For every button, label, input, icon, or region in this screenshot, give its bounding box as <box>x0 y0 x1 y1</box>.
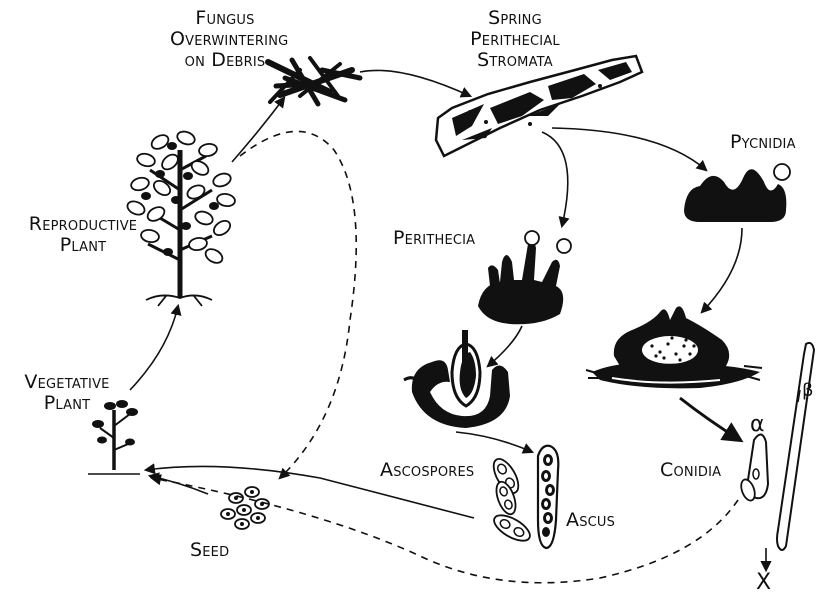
label-line: Plant <box>2 393 132 414</box>
label-line: Plant <box>8 235 158 256</box>
label-line: Reproductive <box>8 214 158 235</box>
label-perithecia: Perithecia <box>393 228 475 249</box>
label-line: Ascus <box>566 510 615 531</box>
label-line: Seed <box>190 540 229 561</box>
label-line: Stromata <box>455 50 575 71</box>
label-spring-perithecial-stromata: Spring Perithecial Stromata <box>455 8 575 71</box>
label-line: α <box>750 414 765 435</box>
perithecium-section-illustration <box>404 330 510 428</box>
label-ascospores: Ascospores <box>380 460 474 481</box>
label-line: Spring <box>455 8 575 29</box>
label-pycnidia: Pycnidia <box>730 132 796 153</box>
label-line: β <box>802 380 814 401</box>
ascospores-illustration <box>489 455 534 546</box>
label-line: Vegetative <box>2 372 132 393</box>
pycnidium-section-illustration <box>586 306 762 388</box>
label-line: Overwintering <box>170 29 280 50</box>
label-line: Fungus <box>170 8 280 29</box>
stromata-stem-illustration <box>436 56 642 156</box>
label-vegetative-plant: Vegetative Plant <box>2 372 132 414</box>
label-conidia: Conidia <box>660 460 721 481</box>
label-line: Conidia <box>660 460 721 481</box>
label-line: Ascospores <box>380 460 474 481</box>
debris-illustration <box>268 58 360 104</box>
pycnidia-illustration <box>684 164 790 222</box>
label-line: Perithecia <box>393 228 475 249</box>
label-alpha: α <box>750 414 765 435</box>
perithecia-illustration <box>478 231 571 324</box>
label-line: Pycnidia <box>730 132 796 153</box>
ascus-illustration <box>538 446 558 548</box>
label-ascus: Ascus <box>566 510 615 531</box>
label-line: X <box>756 572 771 593</box>
beta-conidium-illustration <box>777 343 814 550</box>
label-seed: Seed <box>190 540 229 561</box>
label-reproductive-plant: Reproductive Plant <box>8 214 158 256</box>
label-beta: β <box>802 380 814 401</box>
label-line: Perithecial <box>455 29 575 50</box>
label-line: on Debris <box>170 50 280 71</box>
label-x-mark: X <box>756 572 771 593</box>
label-fungus-overwintering: Fungus Overwintering on Debris <box>170 8 280 71</box>
